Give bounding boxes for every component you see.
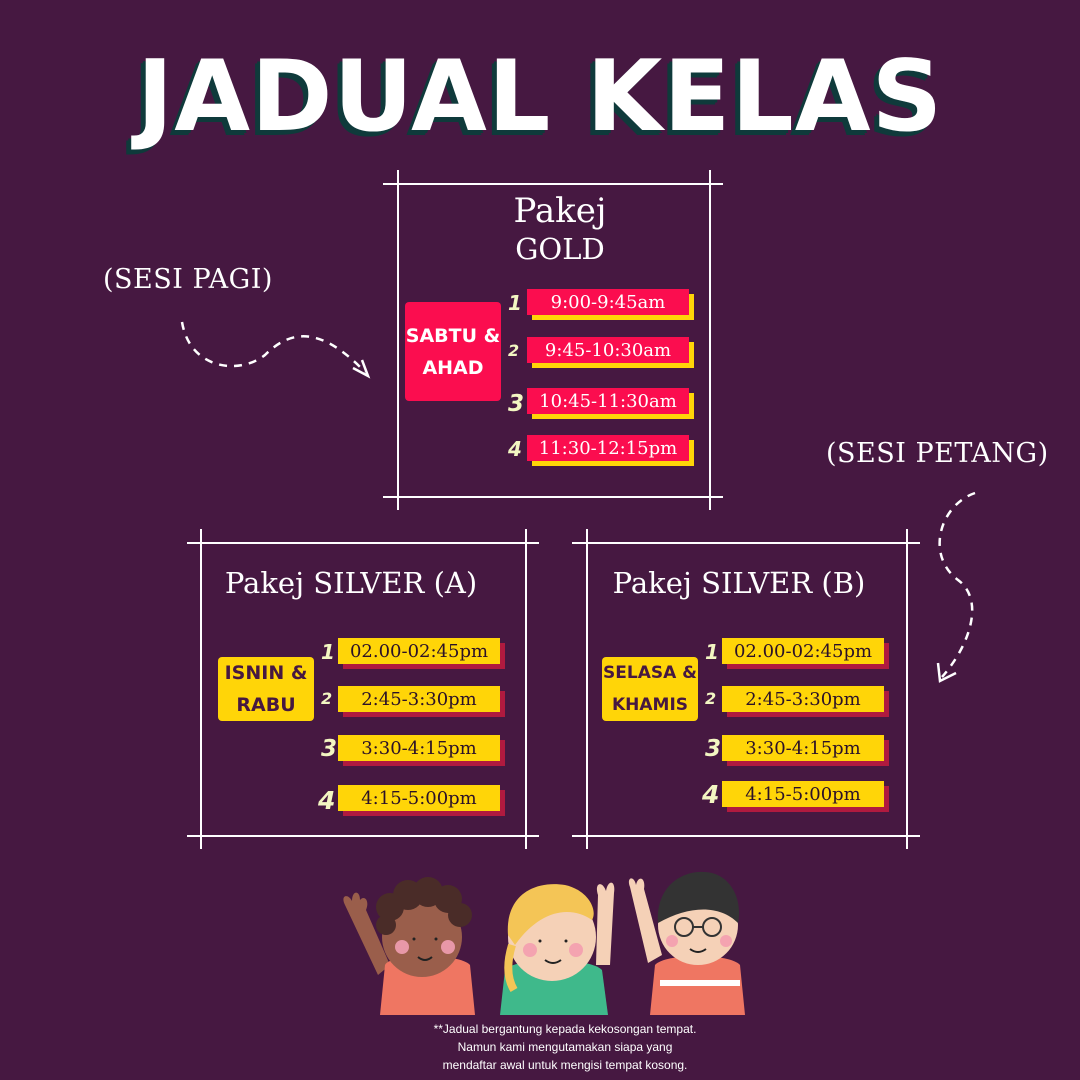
gold-slot-number: 2 (508, 341, 520, 360)
morning-session-label: (SESI PAGI) (103, 264, 273, 295)
afternoon-arrow-icon (936, 491, 976, 683)
gold-slot-number: 1 (508, 291, 522, 315)
silver-b-days-line2: KHAMIS (611, 695, 689, 715)
gold-title-line2: GOLD (515, 232, 605, 266)
silver-b-time-slot: 3:30-4:15pm (722, 735, 884, 761)
gold-title-line1: Pakej (513, 191, 607, 231)
gold-days-line1: SABTU & (405, 324, 501, 347)
silver-b-slot-number: 3 (705, 736, 722, 762)
silver-a-days-box: ISNIN & RABU (218, 657, 314, 721)
page-title: JADUAL KELAS (136, 40, 944, 154)
afternoon-session-label: (SESI PETANG) (826, 438, 1049, 469)
gold-time-slot: 9:45-10:30am (527, 337, 689, 363)
silver-b-time-slot: 4:15-5:00pm (722, 781, 884, 807)
silver-b-days-box: SELASA & KHAMIS (602, 657, 698, 721)
gold-time-slot: 10:45-11:30am (527, 388, 689, 414)
silver-b-days-line1: SELASA & (603, 663, 697, 683)
footnote: **Jadual bergantung kepada kekosongan te… (400, 1020, 730, 1074)
gold-time-slot: 11:30-12:15pm (527, 435, 689, 461)
gold-slot-number: 4 (508, 437, 522, 461)
gold-slot-number: 3 (508, 391, 525, 417)
children-illustration (343, 871, 745, 1015)
silver-a-title: Pakej SILVER (A) (224, 566, 478, 600)
child-glasses (628, 871, 745, 1015)
silver-b-time-slot: 2:45-3:30pm (722, 686, 884, 712)
silver-b-slot-number: 1 (705, 640, 719, 664)
silver-a-time-slot: 2:45-3:30pm (338, 686, 500, 712)
silver-b-title: Pakej SILVER (B) (612, 566, 866, 600)
footnote-line: **Jadual bergantung kepada kekosongan te… (433, 1022, 697, 1036)
silver-a-slot-number: 4 (318, 786, 336, 815)
silver-a-days-line1: ISNIN & (224, 662, 308, 684)
silver-a-time-slot: 4:15-5:00pm (338, 785, 500, 811)
gold-days-line2: AHAD (422, 356, 484, 379)
silver-a-slot-number: 1 (321, 640, 335, 664)
child-blonde (500, 882, 615, 1015)
footnote-line: Namun kami mengutamakan siapa yang (457, 1040, 673, 1054)
silver-b-slot-number: 2 (705, 689, 717, 708)
footnote-line: mendaftar awal untuk mengisi tempat koso… (442, 1058, 688, 1072)
morning-arrow-icon (180, 321, 371, 379)
silver-b-slot-number: 4 (702, 780, 720, 809)
silver-a-time-slot: 02.00-02:45pm (338, 638, 500, 664)
silver-a-slot-number: 2 (321, 689, 333, 708)
silver-a-time-slot: 3:30-4:15pm (338, 735, 500, 761)
silver-a-days-line2: RABU (236, 694, 296, 716)
silver-b-time-slot: 02.00-02:45pm (722, 638, 884, 664)
gold-days-box: SABTU & AHAD (405, 302, 501, 401)
gold-time-slot: 9:00-9:45am (527, 289, 689, 315)
silver-a-slot-number: 3 (321, 736, 338, 762)
child-curly-hair (343, 877, 475, 1015)
gold-title: Pakej GOLD (450, 192, 670, 268)
